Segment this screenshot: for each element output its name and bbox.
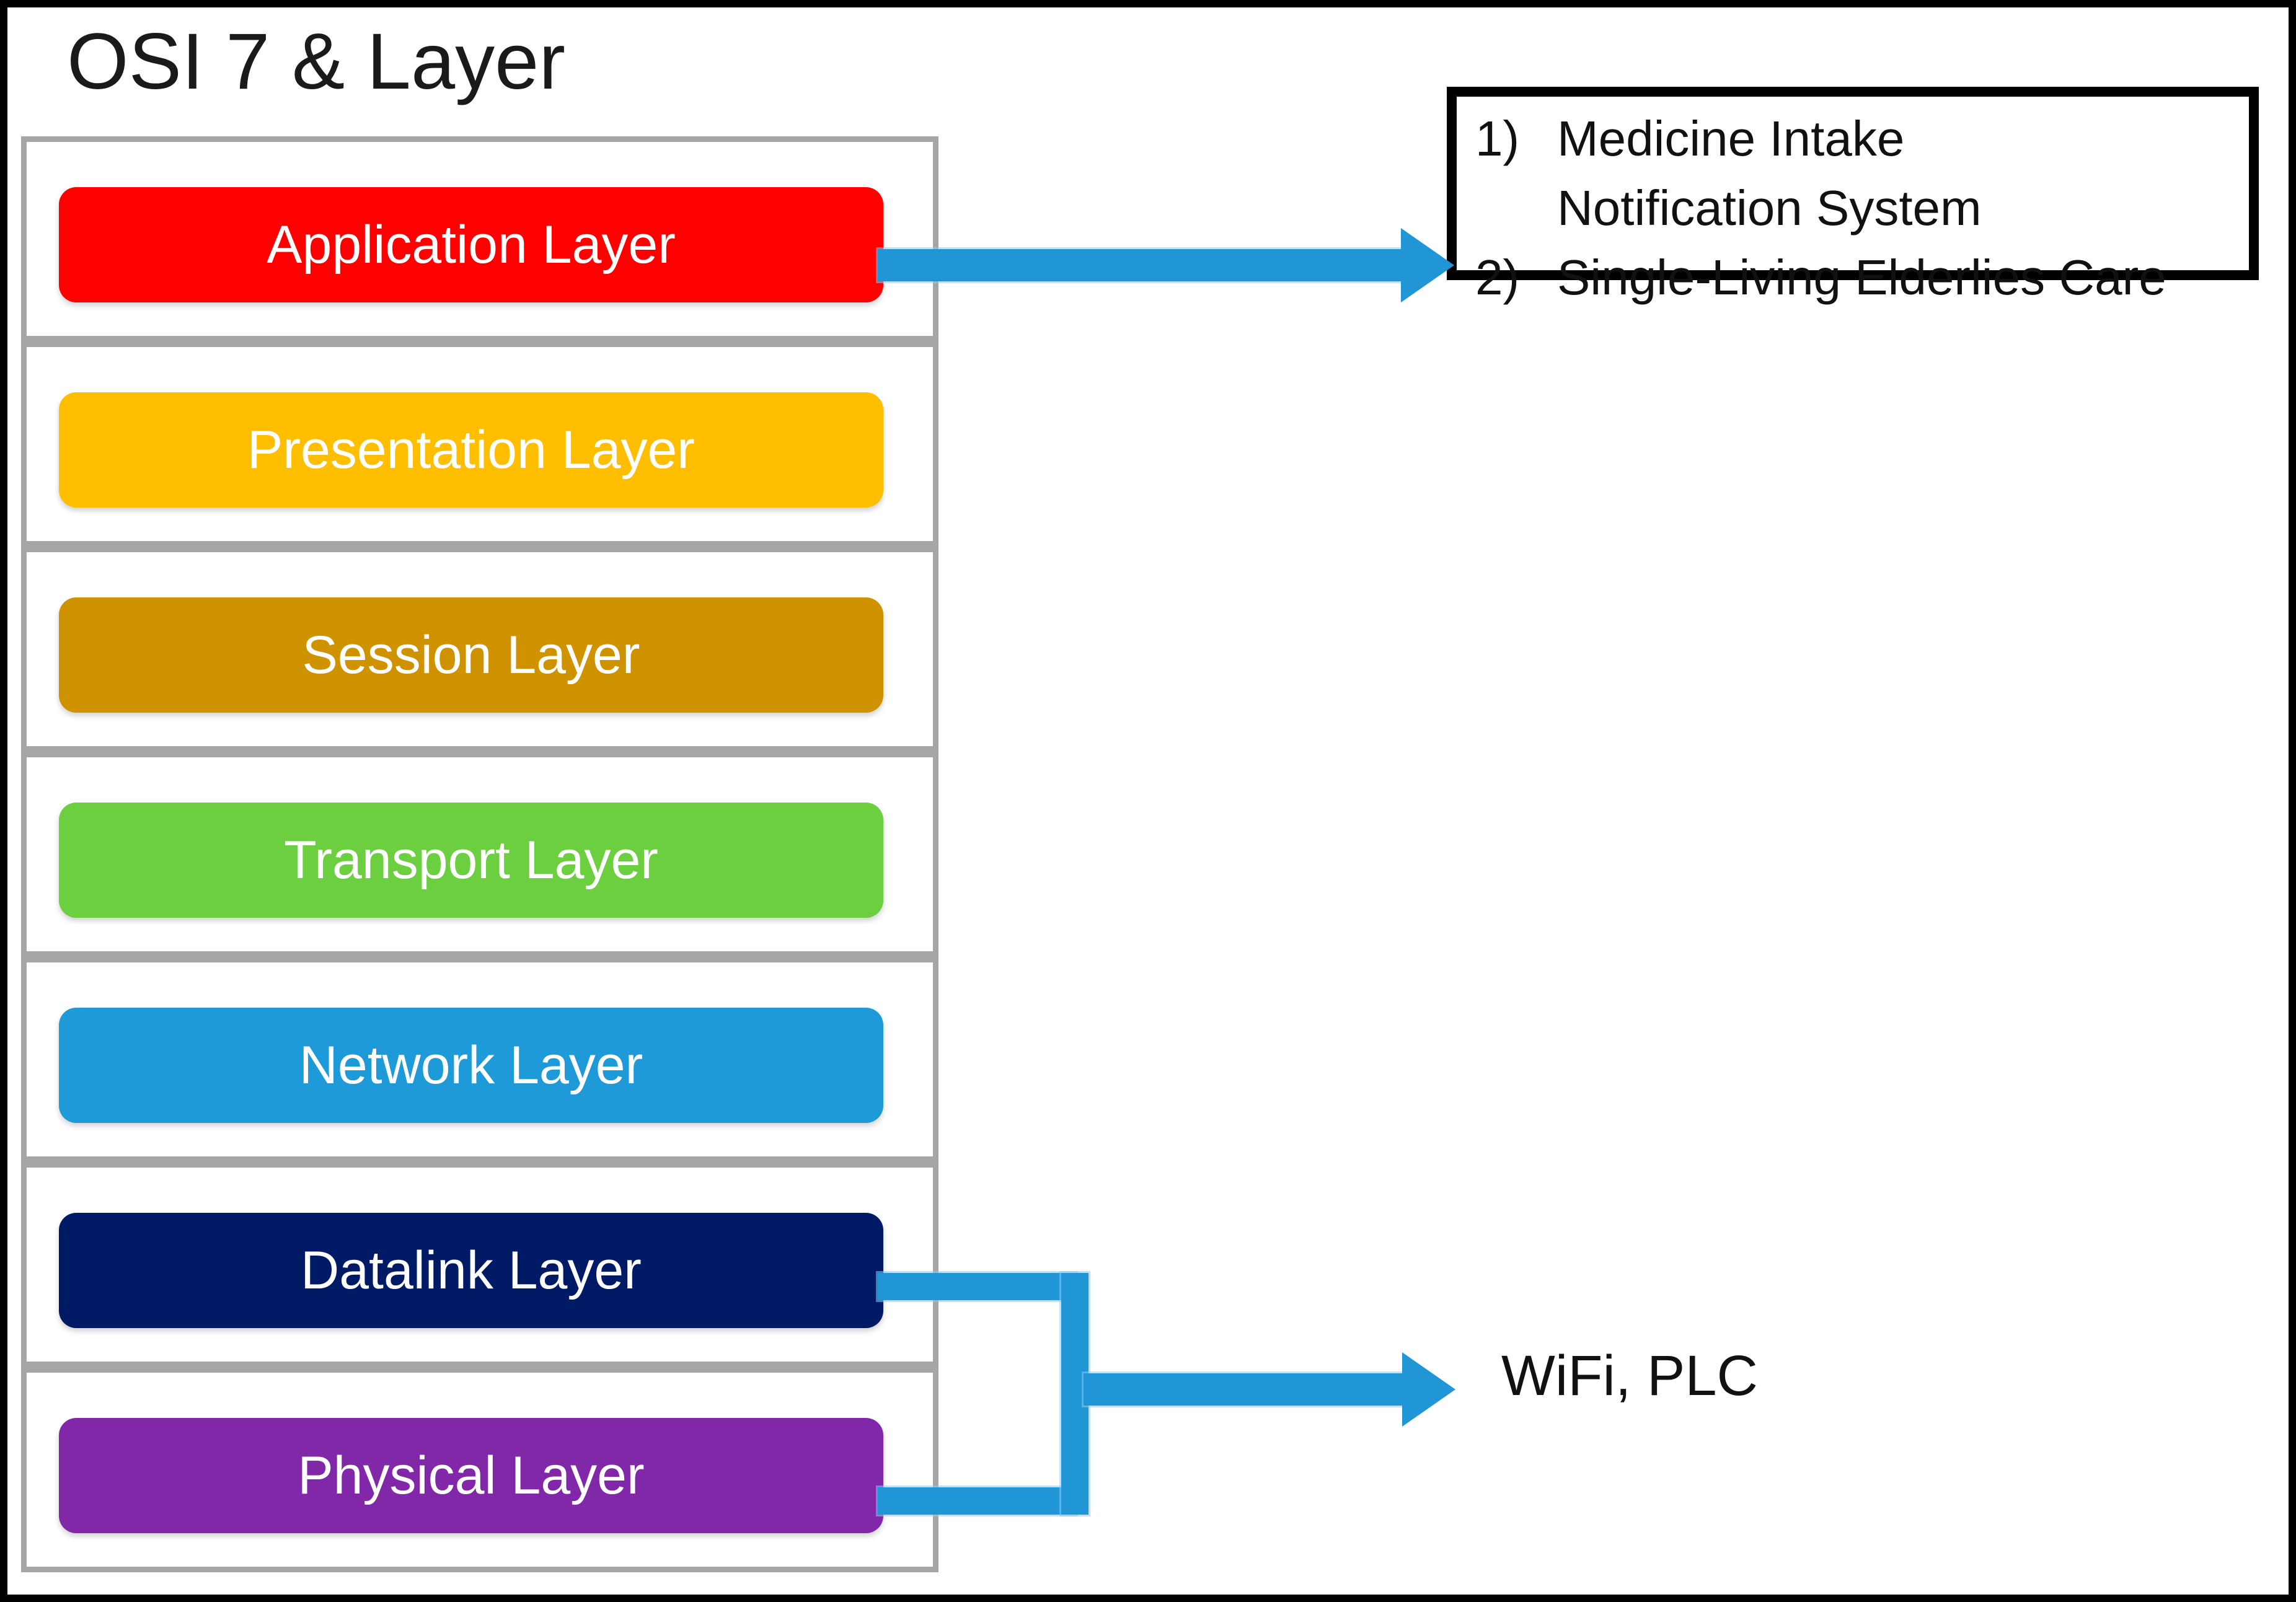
connector-physical-stub <box>878 1487 1076 1515</box>
layer-datalink[interactable]: Datalink Layer <box>59 1213 883 1328</box>
layer-label-physical: Physical Layer <box>298 1446 645 1505</box>
layer-network[interactable]: Network Layer <box>59 1008 883 1123</box>
layer-physical[interactable]: Physical Layer <box>59 1418 883 1533</box>
layer-application[interactable]: Application Layer <box>59 187 883 302</box>
layer-slot-transport: Transport Layer <box>21 752 938 957</box>
layer-label-network: Network Layer <box>299 1036 643 1095</box>
callout-item-2: 2) Single-Living Elderlies Care <box>1475 253 2166 302</box>
layer-label-session: Session Layer <box>302 625 640 685</box>
layer-slot-presentation: Presentation Layer <box>21 341 938 547</box>
layer-label-application: Application Layer <box>267 215 676 275</box>
page-title: OSI 7 & Layer <box>67 17 565 106</box>
callout-text-2: Single-Living Elderlies Care <box>1557 250 2166 305</box>
layer-presentation[interactable]: Presentation Layer <box>59 392 883 508</box>
layer-slot-datalink: Datalink Layer <box>21 1162 938 1367</box>
layer-transport[interactable]: Transport Layer <box>59 803 883 918</box>
callout-marker-2: 2) <box>1475 250 1520 305</box>
layer-label-transport: Transport Layer <box>284 830 658 890</box>
callout-text-1-cont: Notification System <box>1557 180 1982 235</box>
callout-marker-1-cont <box>1475 183 1557 233</box>
layer-session[interactable]: Session Layer <box>59 597 883 713</box>
wifi-plc-label: WiFi, PLC <box>1501 1344 1758 1407</box>
callout-marker-1: 1) <box>1475 111 1520 166</box>
layer-label-datalink: Datalink Layer <box>301 1241 642 1300</box>
callout-item-1-cont: Notification System <box>1475 183 1982 233</box>
layer-slot-session: Session Layer <box>21 547 938 752</box>
layer-label-presentation: Presentation Layer <box>247 420 695 480</box>
layer-slot-network: Network Layer <box>21 957 938 1162</box>
arrow-application-to-callout-shaft <box>878 249 1405 281</box>
layer-slot-physical: Physical Layer <box>21 1367 938 1572</box>
arrow-to-wifi-plc-shaft <box>1084 1373 1406 1406</box>
arrow-to-wifi-plc-head <box>1402 1352 1455 1427</box>
arrow-application-to-callout-head <box>1401 228 1454 302</box>
callout-text-1: Medicine Intake <box>1557 111 1905 166</box>
callout-item-1: 1) Medicine Intake <box>1475 114 1904 164</box>
callout-box: 1) Medicine Intake Notification System 2… <box>1447 87 2259 302</box>
layer-slot-application: Application Layer <box>21 136 938 341</box>
connector-datalink-stub <box>878 1273 1076 1300</box>
